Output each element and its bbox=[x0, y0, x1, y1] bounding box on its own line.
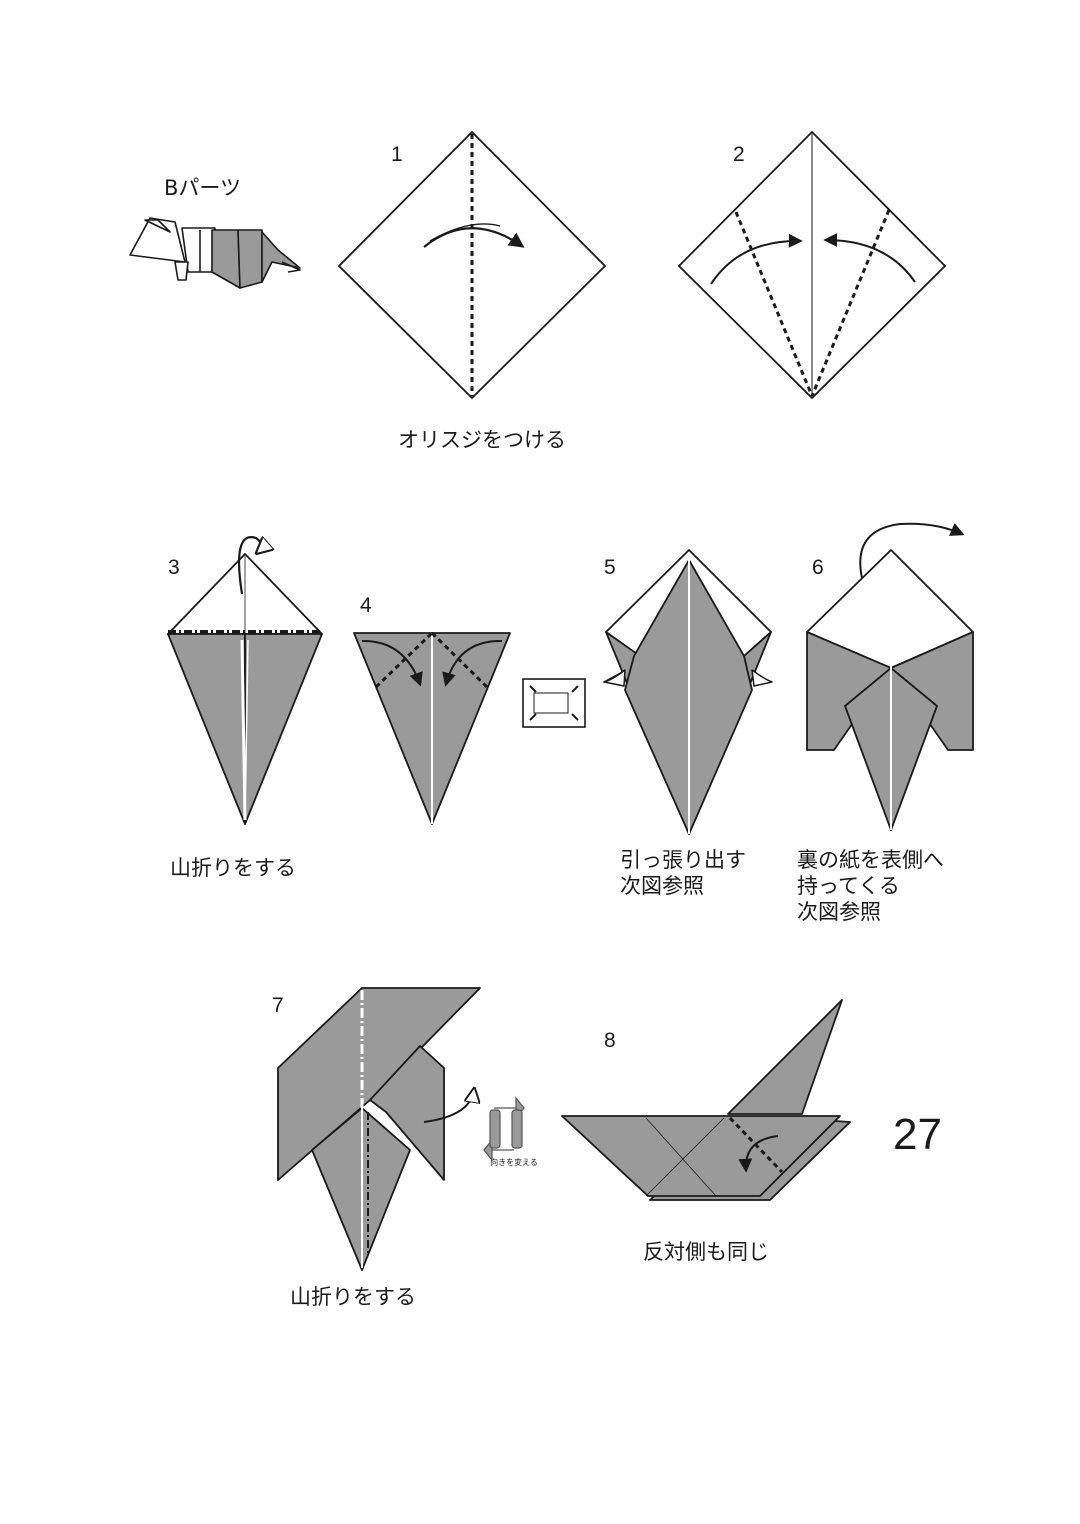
step-7-caption: 山折りをする bbox=[290, 1285, 416, 1309]
step-8-caption: 反対側も同じ bbox=[643, 1240, 769, 1264]
step-7-number: 7 bbox=[272, 994, 284, 1017]
step-2-number: 2 bbox=[733, 143, 745, 166]
step-6-number: 6 bbox=[812, 556, 824, 579]
turn-over-icon bbox=[483, 1096, 525, 1162]
step-2-diagram bbox=[677, 130, 947, 400]
page-number: 27 bbox=[893, 1110, 942, 1159]
step-3-number: 3 bbox=[168, 556, 180, 579]
enlarge-badge bbox=[522, 678, 586, 728]
step-5-number: 5 bbox=[604, 556, 616, 579]
turn-over-label: 向きを変える bbox=[490, 1158, 538, 1167]
step-1-diagram bbox=[337, 130, 607, 400]
step-3-caption: 山折りをする bbox=[170, 856, 296, 880]
step-3-diagram bbox=[167, 536, 323, 825]
step-1-number: 1 bbox=[391, 143, 403, 166]
step-6-caption: 裏の紙を表側へ 持ってくる 次図参照 bbox=[797, 848, 944, 924]
step-6-diagram bbox=[806, 522, 974, 831]
step-8-number: 8 bbox=[604, 1029, 616, 1052]
step-8-diagram bbox=[561, 999, 851, 1201]
step-7-diagram bbox=[277, 987, 480, 1271]
step-5-caption: 引っ張り出す 次図参照 bbox=[620, 848, 746, 898]
part-b-thumbnail bbox=[129, 217, 301, 289]
step-4-number: 4 bbox=[360, 594, 372, 617]
step-5-diagram bbox=[603, 549, 773, 835]
caption-steps-1-2: オリスジをつける bbox=[398, 428, 566, 452]
step-4-diagram bbox=[353, 631, 511, 825]
part-title: Bパーツ bbox=[164, 176, 241, 200]
